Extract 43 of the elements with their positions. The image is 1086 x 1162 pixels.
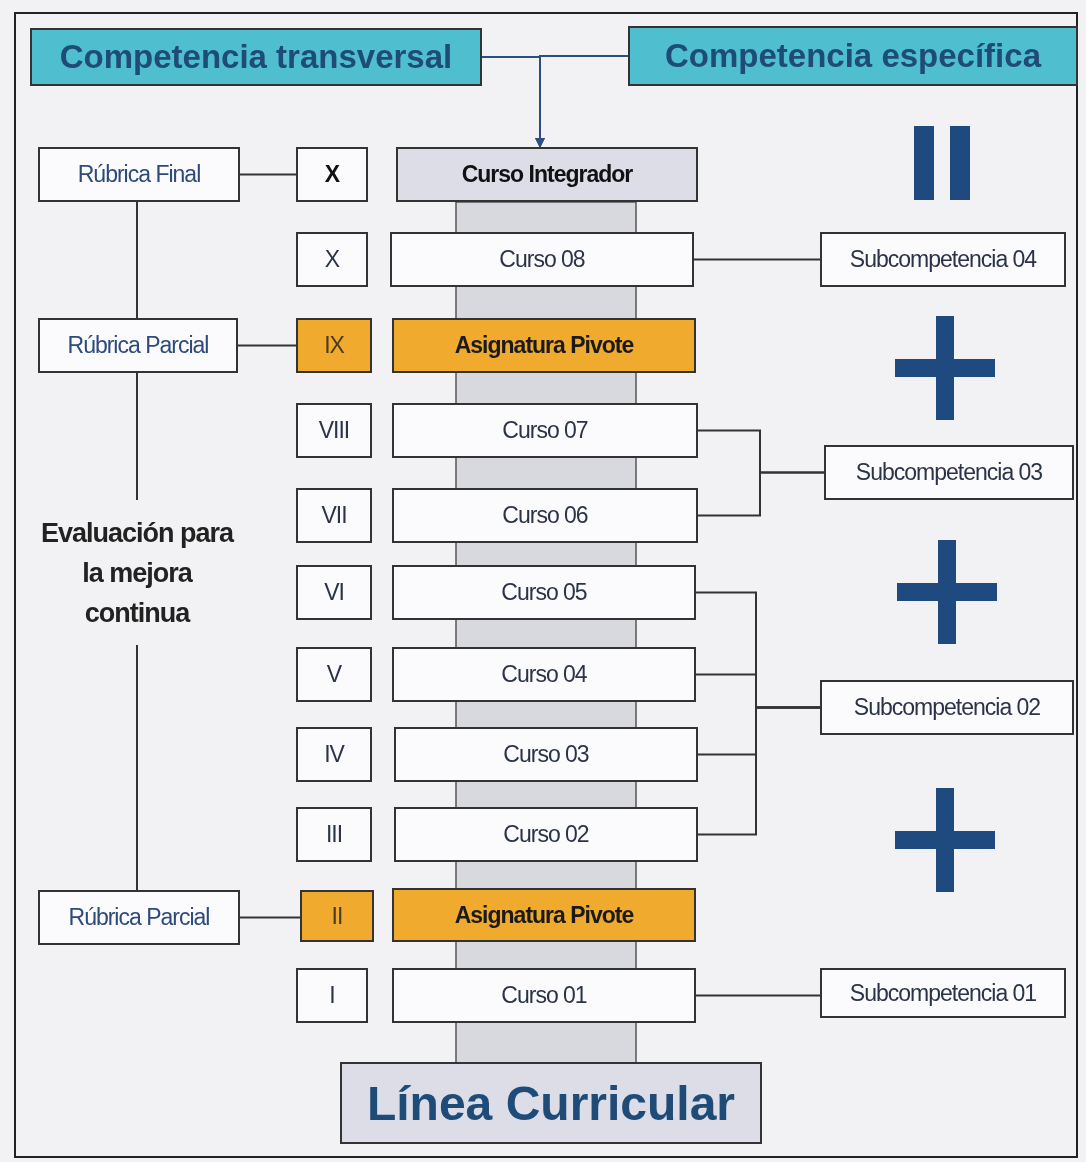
course-box: Curso Integrador <box>396 147 698 202</box>
evaluation-label: Evaluación para la mejora continua <box>37 505 237 640</box>
semester-box: VII <box>296 488 372 543</box>
semester-box: I <box>296 968 368 1023</box>
arrow <box>535 55 629 148</box>
course-box: Curso 04 <box>392 647 696 702</box>
semester-box: IX <box>296 318 372 373</box>
connector-line <box>697 471 825 517</box>
semester-box: VI <box>296 565 372 620</box>
pivot-course-box: Asignatura Pivote <box>392 888 696 942</box>
semester-box: VIII <box>296 403 372 458</box>
rubric-box: Rúbrica Parcial <box>38 890 240 945</box>
connector-line <box>136 372 138 501</box>
semester-box: V <box>296 647 372 702</box>
semester-box: IV <box>296 727 372 782</box>
course-box: Curso 08 <box>390 232 694 287</box>
competency-box: Competencia específica <box>628 26 1078 86</box>
subcompetency-box: Subcompetencia 01 <box>820 968 1066 1018</box>
course-box: Curso 05 <box>392 565 696 620</box>
competency-box: Competencia transversal <box>30 28 482 86</box>
connector-line <box>239 173 297 176</box>
connector-line <box>239 916 301 919</box>
subcompetency-box: Subcompetencia 03 <box>824 445 1074 500</box>
connector-line <box>136 201 138 319</box>
semester-box: X <box>296 232 368 287</box>
connector-line <box>136 644 138 891</box>
course-box: Curso 02 <box>394 807 698 862</box>
pivot-course-box: Asignatura Pivote <box>392 318 696 373</box>
course-box: Curso 06 <box>392 488 698 543</box>
rubric-box: Rúbrica Final <box>38 147 240 202</box>
connector-line <box>693 258 821 261</box>
course-box: Curso 01 <box>392 968 696 1023</box>
semester-box: II <box>300 890 374 942</box>
connector-line <box>237 344 297 347</box>
semester-box: III <box>296 807 372 862</box>
connector-line <box>695 994 821 997</box>
semester-box: X <box>296 147 368 202</box>
subcompetency-box: Subcompetencia 02 <box>820 680 1074 735</box>
rubric-box: Rúbrica Parcial <box>38 318 238 373</box>
subcompetency-box: Subcompetencia 04 <box>820 232 1066 287</box>
course-box: Curso 03 <box>394 727 698 782</box>
course-box: Curso 07 <box>392 403 698 458</box>
connector-line <box>697 706 821 836</box>
